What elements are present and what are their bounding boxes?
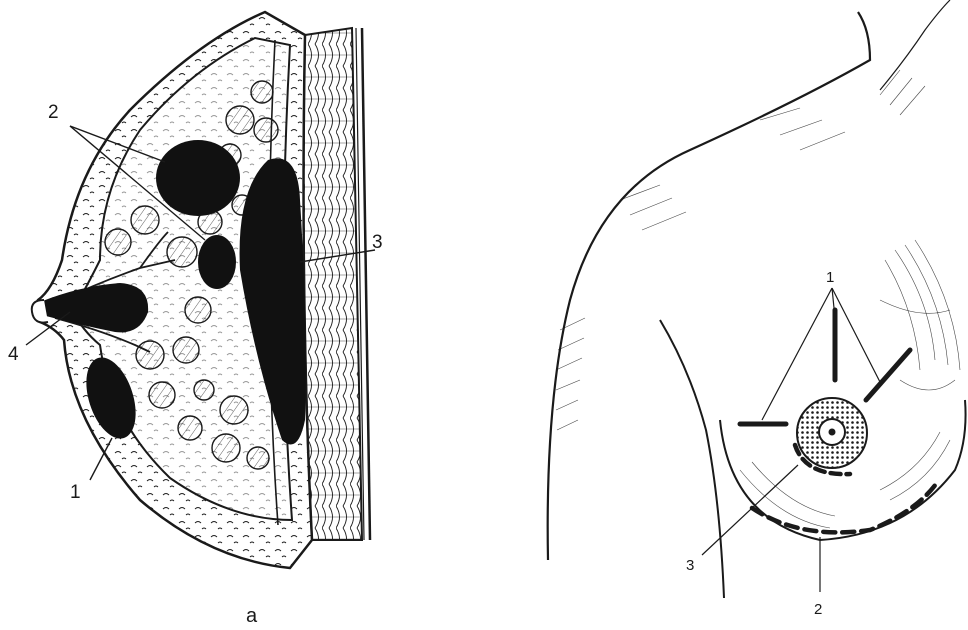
- right-label-3: 3: [686, 557, 694, 574]
- left-label-4: 4: [8, 344, 19, 365]
- shoulder-outline: [548, 12, 870, 560]
- right-label-2: 2: [814, 601, 822, 618]
- left-label-2: 2: [48, 102, 59, 123]
- chest-muscle-layer: [304, 28, 362, 540]
- right-label-1: 1: [826, 269, 834, 286]
- nipple-center: [829, 429, 836, 436]
- mass-middle: [198, 235, 236, 289]
- skin-shading: [556, 70, 960, 430]
- left-label-3: 3: [372, 232, 383, 253]
- right-panel-view: 1 3 2: [548, 0, 966, 618]
- left-panel-section: 2 3 4 1 a: [8, 12, 383, 625]
- left-label-1: 1: [70, 482, 81, 503]
- left-panel-caption: a: [246, 605, 258, 625]
- mass-upper: [156, 140, 240, 216]
- neck-line: [880, 0, 950, 90]
